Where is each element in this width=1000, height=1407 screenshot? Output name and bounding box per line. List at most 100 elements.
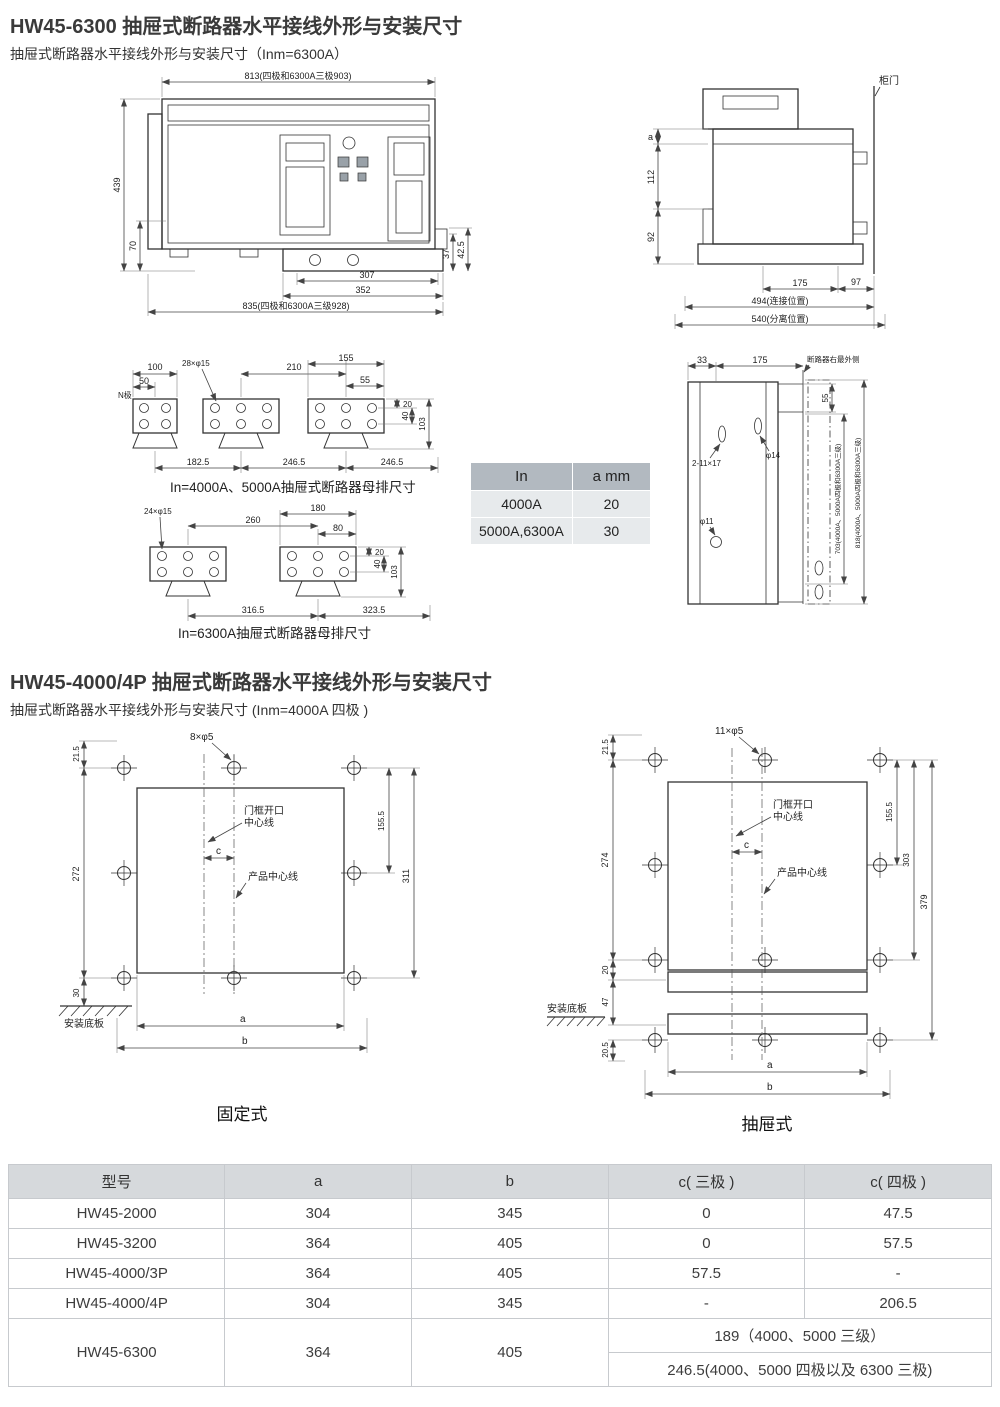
section2-title: HW45-4000/4P 抽屉式断路器水平接线外形与安装尺寸 (10, 672, 492, 694)
dim-155: 155 (338, 353, 353, 363)
busbar-4000-5000-drawing: N极 100 50 28×φ15 210 155 55 (118, 353, 439, 473)
side-view-drawing: 柜门 a 112 92 175 97 (646, 74, 899, 329)
drawer-mount-drawing: 11×φ5 门框开口 中心线 c 产品中心线 21.5 274 (546, 726, 938, 1134)
dim-439: 439 (112, 177, 122, 192)
cell-b: 405 (411, 1258, 609, 1289)
dim-180: 180 (310, 503, 325, 513)
product-centerline-label: 产品中心线 (248, 870, 298, 883)
cell-model: HW45-4000/3P (7, 1258, 226, 1289)
cell-a: 304 (224, 1198, 413, 1229)
dim-b: b (767, 1082, 773, 1093)
section1-drawings: 813(四极和6300A三极903) 439 70 37 42.5 307 35… (0, 64, 1000, 656)
table-header-row: 型号 a b c( 三极 ) c( 四极 ) (7, 1164, 992, 1199)
dim-303: 303 (902, 853, 911, 867)
dim-272: 272 (71, 866, 81, 881)
cell-b: 345 (411, 1198, 609, 1229)
dim-21-5: 21.5 (601, 739, 610, 755)
dim-175: 175 (752, 355, 767, 365)
cell-c3p: 57.5 (607, 1258, 806, 1289)
dim-92: 92 (646, 232, 656, 242)
breaker-side-outline (697, 86, 881, 274)
dim-175: 175 (792, 278, 807, 288)
base-plate-label: 安装底板 (547, 1002, 587, 1015)
dim-33: 33 (697, 355, 707, 365)
section2-subtitle: 抽屉式断路器水平接线外形与安装尺寸 (Inm=4000A 四极 ) (10, 702, 369, 718)
dim-246-5b: 246.5 (381, 457, 404, 467)
dim-703: 703(4000A、5000A四极和6300A三级) (833, 444, 842, 555)
fixed-mount-holes (110, 754, 368, 992)
dim-37: 37 (441, 249, 451, 259)
dim-b: b (242, 1036, 248, 1047)
mini-header-in: In (470, 462, 573, 491)
outermost-side-label: 断路器右最外侧 (807, 354, 860, 364)
dim-323-5: 323.5 (363, 605, 386, 615)
col-header-a: a (224, 1164, 413, 1199)
mounting-plate-outline (687, 370, 831, 605)
dim-103: 103 (390, 565, 399, 579)
cell-a: 364 (224, 1258, 413, 1289)
mini-cell: 20 (571, 490, 651, 518)
dim-182-5: 182.5 (187, 457, 210, 467)
cell-model: HW45-2000 (7, 1198, 226, 1229)
in-a-table: In a mm 4000A 20 5000A,6300A 30 (470, 462, 651, 545)
cell-c4p: 206.5 (804, 1288, 992, 1319)
door-opening-label-2: 中心线 (773, 810, 803, 823)
dim-20: 20 (403, 400, 412, 409)
busbar-6300-drawing: 24×φ15 260 180 80 20 40 103 (144, 503, 431, 621)
dim-246-5a: 246.5 (283, 457, 306, 467)
front-view-dimensions: 813(四极和6300A三极903) 439 70 37 42.5 307 35… (112, 70, 472, 316)
busbar2-groups (149, 546, 357, 597)
phi14-label: φ14 (766, 451, 781, 460)
dim-352: 352 (355, 285, 370, 295)
drawer-caption: 抽屉式 (742, 1115, 793, 1134)
dim-260: 260 (245, 515, 260, 525)
dim-97: 97 (851, 277, 861, 287)
dim-307: 307 (359, 270, 374, 280)
section1-subtitle: 抽屉式断路器水平接线外形与安装尺寸（Inm=6300A） (10, 46, 348, 62)
mini-cell: 5000A,6300A (470, 517, 573, 545)
dim-103: 103 (418, 417, 427, 431)
drawer-mount-annotations: 11×φ5 门框开口 中心线 c 产品中心线 21.5 274 (546, 726, 938, 1099)
dim-a: a (767, 1060, 773, 1071)
cell-a: 364 (224, 1228, 413, 1259)
side-view-dimensions: a 112 92 175 97 494(连接位置) 540(分离位置) (646, 128, 886, 329)
dim-813: 813(四极和6300A三极903) (244, 70, 351, 81)
cell-b: 405 (411, 1228, 609, 1259)
dim-21-5: 21.5 (72, 746, 81, 762)
dim-70: 70 (128, 241, 138, 251)
dim-379: 379 (919, 894, 929, 909)
cell-c4p: 57.5 (804, 1228, 992, 1259)
table-row: HW45-6300 364 405 189（4000、5000 三级） (7, 1318, 993, 1387)
dim-20-5: 20.5 (601, 1042, 610, 1058)
dim-c: c (216, 846, 221, 857)
dim-155-5: 155.5 (377, 810, 386, 831)
table-row: HW45-4000/3P 364 405 57.5 - (7, 1258, 992, 1289)
mini-cell: 4000A (470, 490, 573, 518)
dim-210: 210 (286, 362, 301, 372)
dim-55: 55 (821, 393, 830, 402)
door-opening-label-2: 中心线 (244, 816, 274, 829)
mini-table-header-row: In a mm (470, 462, 651, 491)
dim-20: 20 (601, 965, 610, 974)
dim-a: a (648, 132, 653, 142)
table-row: 246.5(4000、5000 四极以及 6300 三极) (9, 1352, 993, 1387)
fixed-caption: 固定式 (217, 1105, 268, 1124)
cell-c-merged-1: 189（4000、5000 三级） (607, 1318, 993, 1353)
slots-label: 2-11×17 (692, 459, 722, 468)
busbar2-caption: In=6300A抽屉式断路器母排尺寸 (178, 626, 372, 641)
front-view-drawing: 813(四极和6300A三极903) 439 70 37 42.5 307 35… (112, 70, 472, 316)
mini-table-row: 4000A 20 (470, 490, 651, 518)
dim-316-5: 316.5 (242, 605, 265, 615)
door-opening-label-1: 门框开口 (244, 804, 284, 817)
drawer-mount-holes (641, 746, 894, 1054)
cell-c4p: - (804, 1258, 992, 1289)
dim-494: 494(连接位置) (751, 295, 808, 306)
dim-40: 40 (373, 559, 382, 568)
fixed-mount-drawing: 8×φ5 门框开口 中心线 c 产品中心线 21.5 272 30 (58, 732, 420, 1124)
cabinet-door-label: 柜门 (879, 74, 899, 87)
breaker-front-body (147, 98, 448, 272)
dim-835: 835(四极和6300A三级928) (242, 300, 349, 311)
dim-30: 30 (72, 988, 81, 997)
cell-model: HW45-4000/4P (7, 1288, 226, 1319)
cell-c-merged-2: 246.5(4000、5000 四极以及 6300 三极) (607, 1352, 993, 1387)
